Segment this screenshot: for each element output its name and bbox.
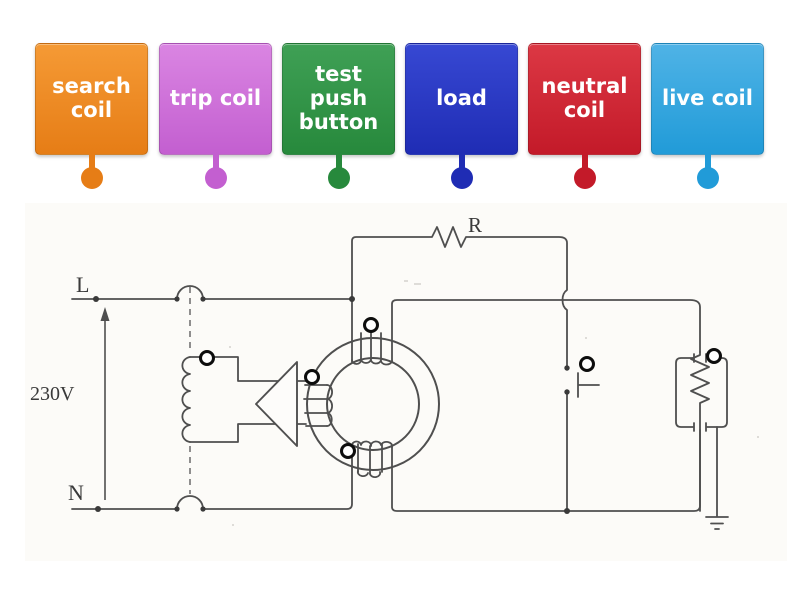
test-resistor-branch	[351, 226, 568, 367]
chip-dot	[696, 167, 719, 189]
live-line-label: L	[76, 272, 89, 297]
neutral-line-label: N	[68, 480, 84, 505]
label-chip-text: test push button	[298, 62, 379, 134]
junction-dots	[93, 296, 570, 514]
label-chip-load[interactable]: load	[405, 43, 518, 189]
label-chip-text: neutral coil	[541, 74, 628, 122]
toroid-core	[306, 337, 440, 471]
push-button-actuator	[577, 372, 600, 398]
search-coil-target[interactable]	[303, 368, 320, 385]
scan-noise	[229, 280, 759, 526]
label-chip-text: load	[436, 86, 487, 111]
amplifier-triangle	[255, 361, 298, 447]
search-coil-winding	[303, 384, 328, 427]
chip-stem	[335, 154, 342, 174]
trip-coil-symbol	[181, 356, 191, 443]
circuit-wiring	[71, 226, 729, 530]
label-chip-text: search coil	[52, 74, 131, 122]
chip-dot	[80, 167, 103, 189]
live-coil-winding	[360, 331, 382, 360]
label-chip-trip-coil[interactable]: trip coil	[159, 43, 272, 189]
neutral-wire	[71, 444, 353, 510]
label-chip-search-coil[interactable]: search coil	[35, 43, 148, 189]
load-target[interactable]	[705, 347, 722, 364]
core-windings	[303, 331, 394, 479]
test-push-button-target[interactable]	[578, 355, 595, 372]
earth-symbol	[705, 426, 729, 530]
live-coil-target[interactable]	[362, 316, 379, 333]
label-chip-text: trip coil	[169, 86, 262, 111]
label-chip-test-push-button[interactable]: test push button	[282, 43, 395, 189]
chip-dot	[327, 167, 350, 189]
chip-stem	[212, 154, 219, 174]
chip-dot	[204, 167, 227, 189]
scan-background	[25, 203, 787, 561]
trip-coil-target[interactable]	[198, 349, 215, 366]
label-chip-live-coil[interactable]: live coil	[651, 43, 764, 189]
chip-stem	[704, 154, 711, 174]
load-case	[675, 357, 728, 428]
resistor-label: R	[468, 213, 482, 237]
chip-dot	[573, 167, 596, 189]
neutral-coil-winding	[357, 443, 383, 475]
chip-stem	[458, 154, 465, 174]
live-wire	[71, 285, 353, 300]
label-chip-neutral-coil[interactable]: neutral coil	[528, 43, 641, 189]
supply-voltage-label: 230V	[30, 383, 75, 405]
label-chip-text: live coil	[662, 86, 753, 111]
chip-dot	[450, 167, 473, 189]
neutral-coil-target[interactable]	[339, 442, 356, 459]
chip-stem	[88, 154, 95, 174]
diagram-lettering: L N 230V R	[30, 213, 482, 505]
chip-stem	[581, 154, 588, 174]
circuit-diagram: L N 230V R	[0, 195, 800, 585]
load-resistor	[690, 351, 710, 512]
voltage-arrow	[100, 307, 110, 500]
